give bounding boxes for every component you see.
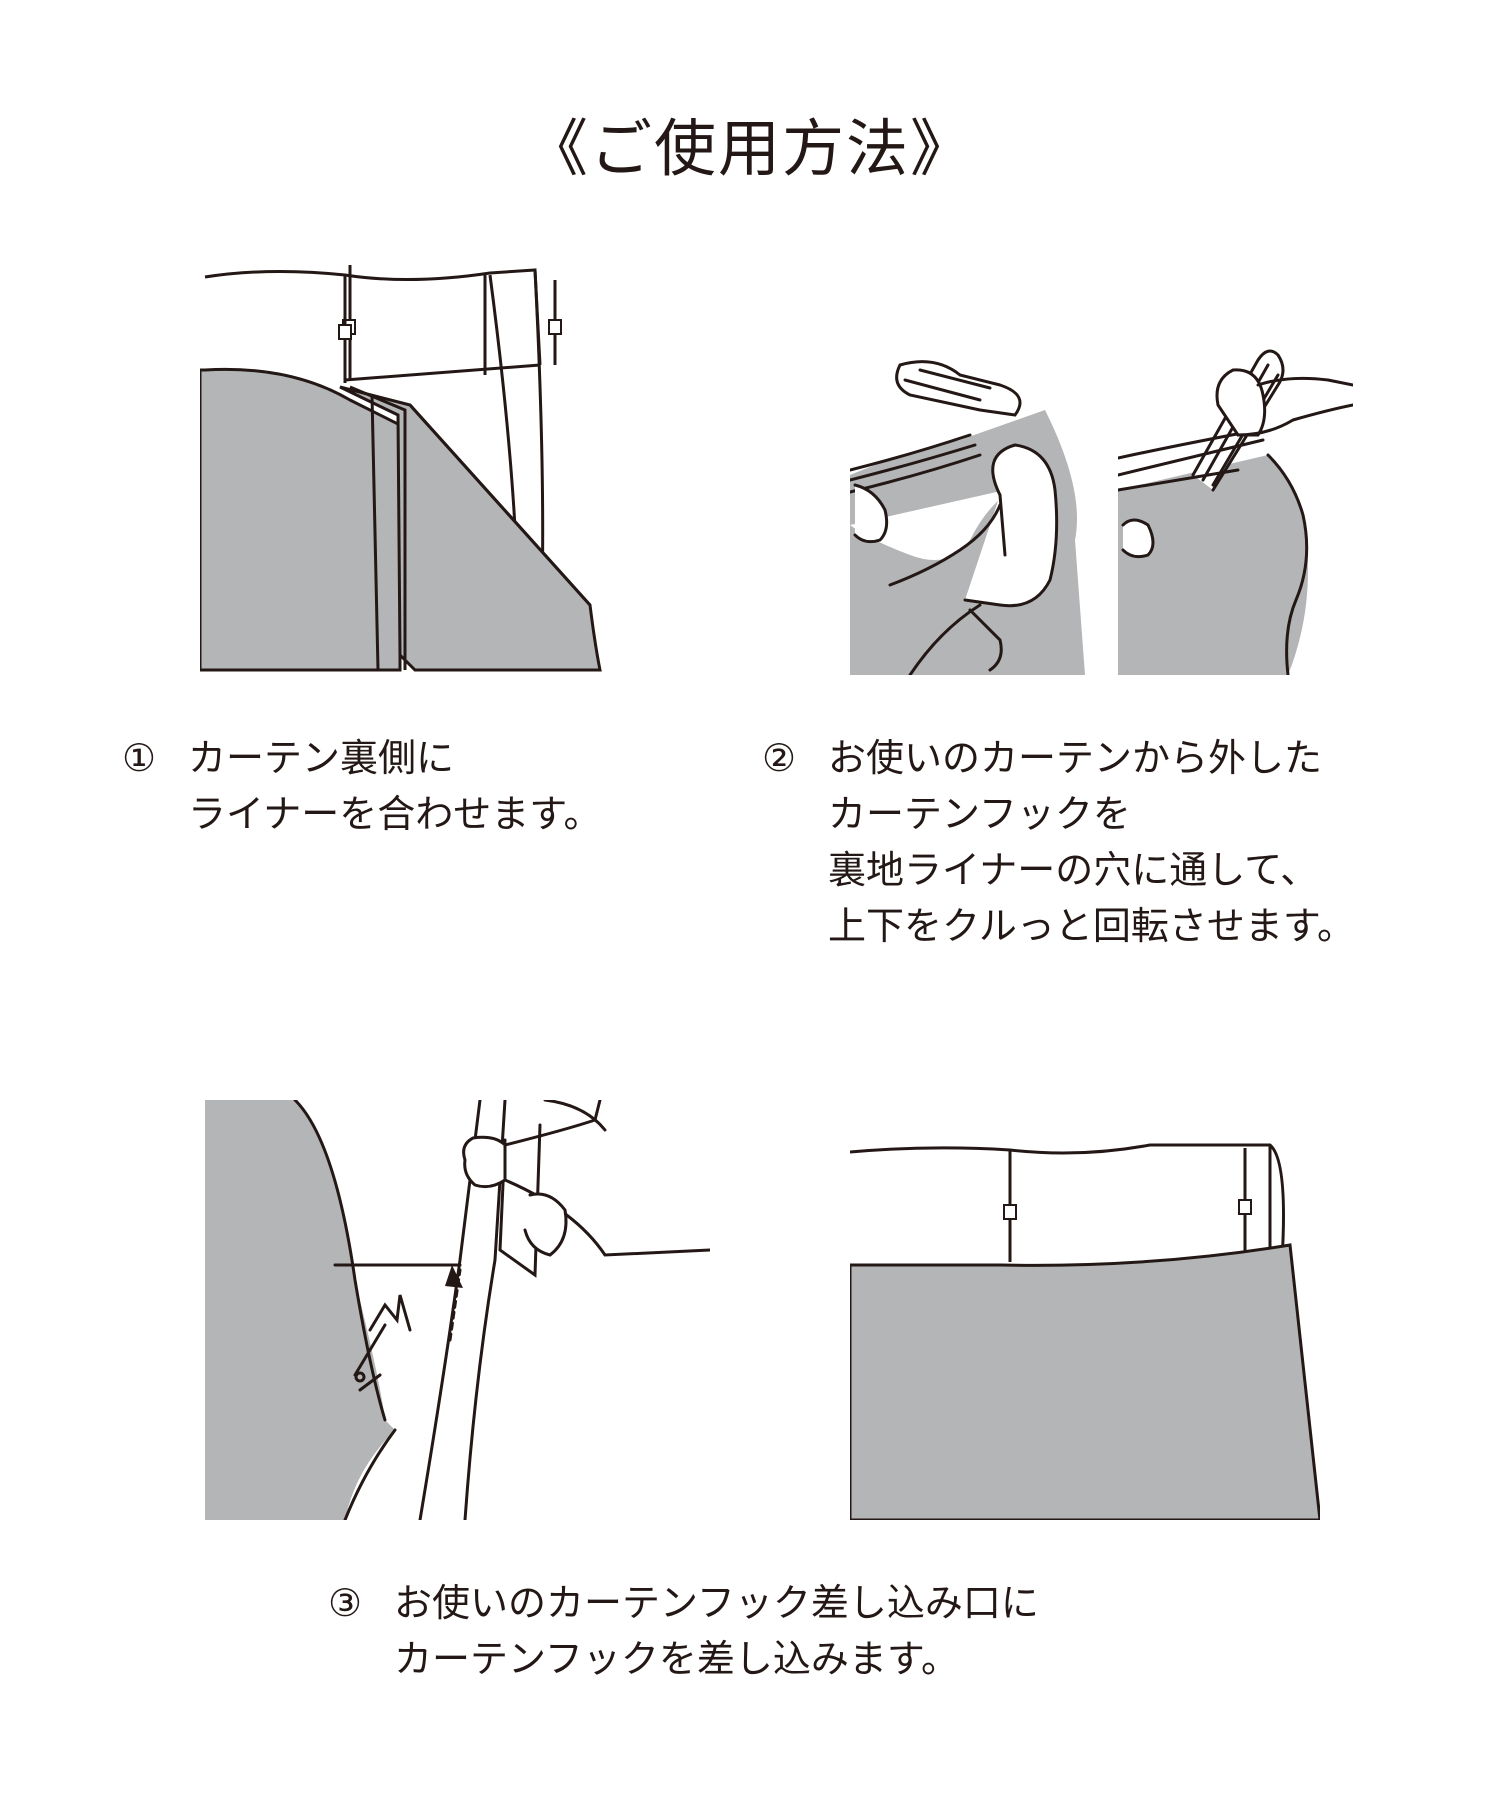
- step2-illustration-right: [1118, 349, 1353, 675]
- step-1-instruction: ① カーテン裏側に ライナーを合わせます。: [122, 730, 601, 842]
- liner-panel: [1118, 455, 1308, 675]
- step-text-line: お使いのカーテンフック差し込み口に: [394, 1581, 1039, 1625]
- step2-illustration-left: [850, 360, 1085, 675]
- step-text-line: カーテン裏側に: [188, 736, 455, 780]
- step-text-line: 裏地ライナーの穴に通して、: [828, 848, 1319, 892]
- step-2-instruction: ② お使いのカーテンから外した カーテンフックを 裏地ライナーの穴に通して、 上…: [762, 730, 1355, 954]
- step-number: ①: [122, 736, 157, 780]
- curtain-panel: [205, 1100, 395, 1520]
- arrow-up-icon: [445, 1265, 463, 1288]
- step-3-instruction: ③ お使いのカーテンフック差し込み口に カーテンフックを差し込みます。: [328, 1575, 1039, 1687]
- step-number: ③: [328, 1581, 363, 1625]
- page-title: 《ご使用方法》: [525, 112, 974, 185]
- step-text-line: 上下をクルっと回転させます。: [828, 904, 1356, 948]
- step-text-line: お使いのカーテンから外した: [828, 736, 1323, 780]
- step-text-line: カーテンフックを差し込みます。: [394, 1637, 960, 1681]
- step-text-line: カーテンフックを: [828, 792, 1131, 836]
- step3-illustration-left: [205, 1100, 710, 1520]
- liner-panel: [850, 1243, 1320, 1520]
- liner-panel: [200, 367, 402, 672]
- step3-illustration-right: [850, 1143, 1320, 1520]
- step-number: ②: [762, 736, 797, 780]
- step1-illustration: [200, 265, 602, 672]
- step-text-line: ライナーを合わせます。: [188, 792, 602, 836]
